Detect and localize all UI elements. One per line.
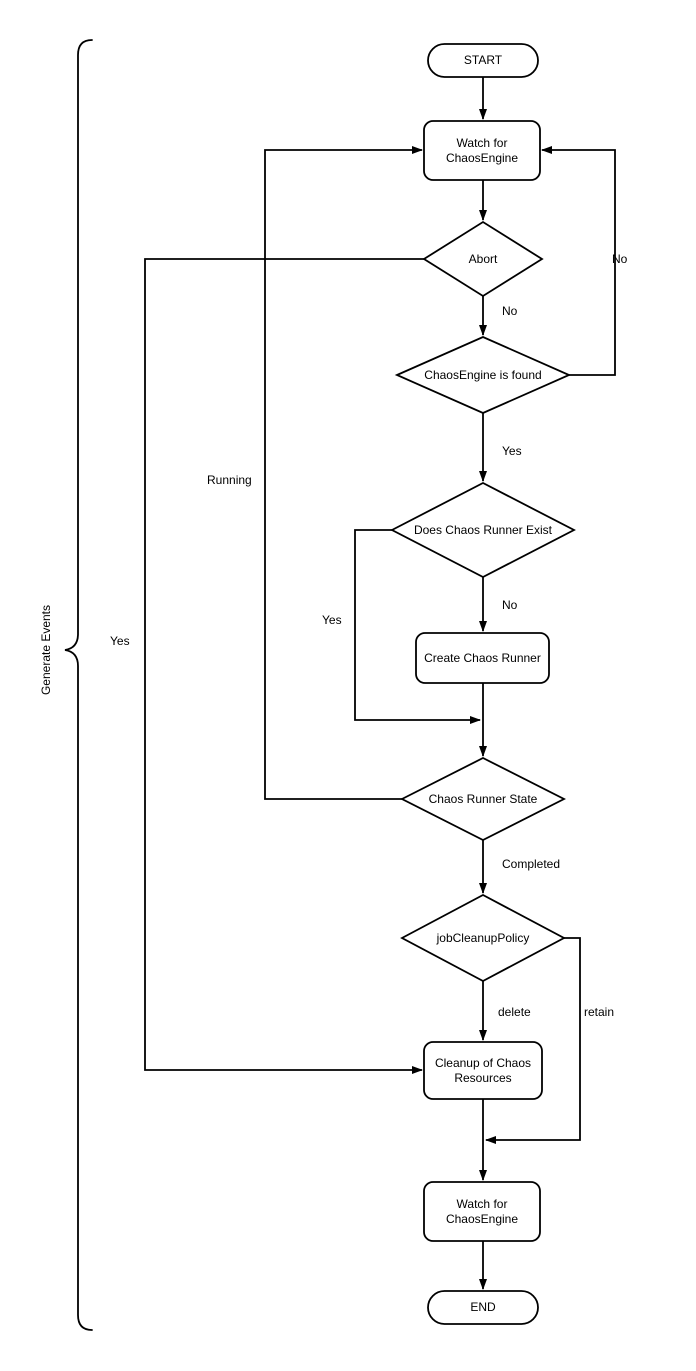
watch2-node-shape: [423, 1181, 541, 1242]
edge-found-no-to-watch1: [541, 146, 616, 376]
runner-exist-diamond-shape: [390, 481, 576, 579]
cleanup-resources-node-shape: [423, 1041, 543, 1100]
edge-runnerstate-running-to-watch1: [264, 146, 423, 800]
watch1-node-shape: [423, 120, 541, 181]
cleanup-policy-diamond-shape: [400, 893, 566, 983]
runner-state-diamond-shape: [400, 756, 566, 842]
abort-diamond-shape: [422, 220, 544, 298]
generate-events-bracket: [64, 39, 93, 1331]
create-runner-node-shape: [415, 632, 550, 684]
edge-policy-retain-merge: [485, 937, 581, 1144]
edge-runnerexist-yes-merge: [354, 529, 481, 724]
start-node-shape: [427, 43, 539, 78]
edge-abort-yes-to-cleanup: [144, 258, 424, 1074]
end-node-shape: [427, 1290, 539, 1325]
engine-found-diamond-shape: [394, 336, 572, 414]
